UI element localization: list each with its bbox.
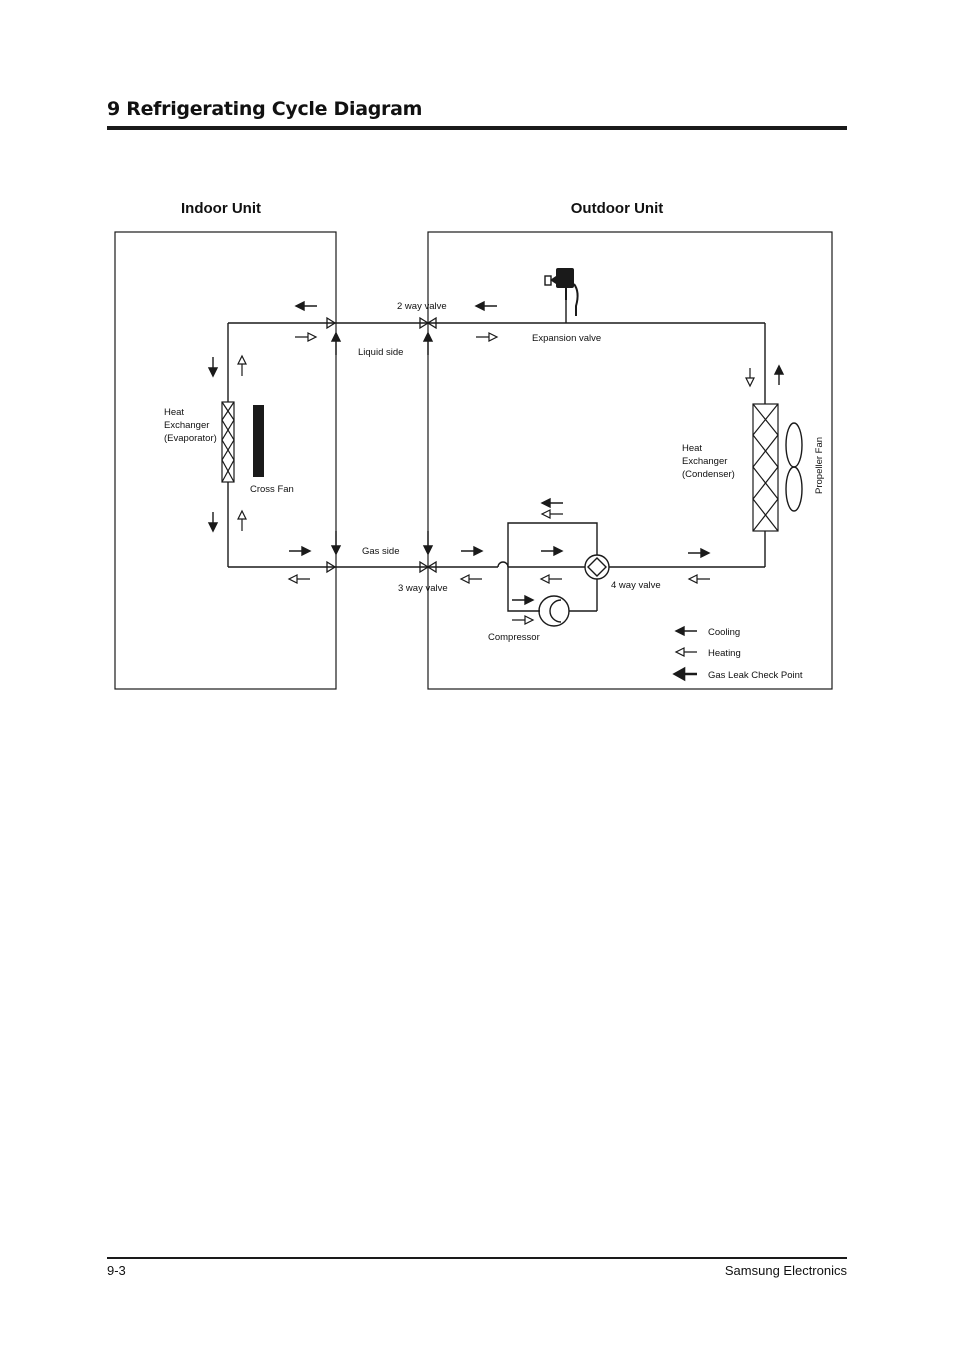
condenser-label-2: Exchanger [682, 456, 727, 467]
page-number: 9-3 [107, 1263, 126, 1278]
condenser-label-3: (Condenser) [682, 469, 735, 480]
legend-cooling-arrow [676, 627, 697, 635]
outdoor-unit-label: Outdoor Unit [571, 200, 663, 217]
evaporator-label-2: Exchanger [164, 420, 209, 431]
compressor-label: Compressor [488, 632, 540, 643]
footer-rule [107, 1257, 847, 1259]
company-name: Samsung Electronics [725, 1263, 847, 1278]
four-way-valve-icon [585, 555, 609, 579]
legend-heating-label: Heating [708, 648, 741, 659]
condenser-heat-exchanger [753, 404, 778, 531]
propeller-fan-label: Propeller Fan [814, 437, 825, 494]
evaporator-label-1: Heat [164, 407, 184, 418]
compressor-icon [539, 596, 569, 626]
indoor-unit-label: Indoor Unit [181, 200, 261, 217]
liquid-side-label: Liquid side [358, 347, 403, 358]
heating-arrows-vertical [238, 356, 754, 531]
cross-fan [253, 405, 264, 477]
legend-gas-leak-arrow [675, 669, 697, 679]
expansion-valve-label: Expansion valve [532, 333, 601, 344]
expansion-valve-icon [545, 268, 578, 316]
evaporator-heat-exchanger [222, 402, 234, 482]
gas-side-label: Gas side [362, 546, 400, 557]
legend-heating-arrow [676, 648, 697, 656]
four-way-valve-label: 4 way valve [611, 580, 661, 591]
outdoor-unit-box [428, 232, 832, 689]
legend-gas-leak-label: Gas Leak Check Point [708, 670, 803, 681]
cooling-arrows-horizontal [289, 302, 709, 604]
indoor-unit-box [115, 232, 336, 689]
cross-fan-label: Cross Fan [250, 484, 294, 495]
condenser-label-1: Heat [682, 443, 702, 454]
legend-cooling-label: Cooling [708, 627, 740, 638]
evaporator-label-3: (Evaporator) [164, 433, 217, 444]
three-way-valve-label: 3 way valve [398, 583, 448, 594]
two-way-valve-label: 2 way valve [397, 301, 447, 312]
legend: Cooling Heating Gas Leak Check Point [675, 627, 803, 681]
propeller-fan [786, 423, 802, 511]
